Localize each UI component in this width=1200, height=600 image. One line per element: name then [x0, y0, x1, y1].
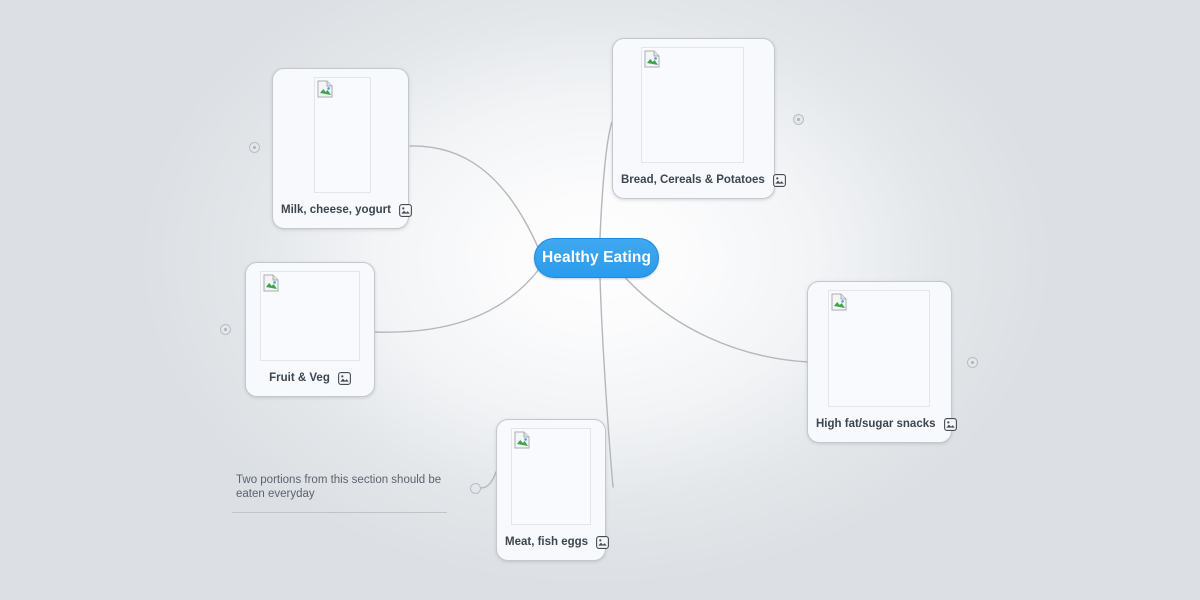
node-image-frame[interactable] [641, 47, 744, 163]
collapse-indicator-bread[interactable] [793, 114, 804, 125]
broken-image-icon [831, 293, 847, 311]
broken-image-icon [263, 274, 279, 292]
node-footer: High fat/sugar snacks [816, 407, 957, 434]
node-bread-cereals-potatoes[interactable]: Bread, Cereals & Potatoes [612, 38, 786, 199]
image-icon[interactable] [943, 417, 957, 431]
central-node-label: Healthy Eating [541, 249, 652, 266]
edge-to-fruit [374, 267, 541, 333]
collapse-indicator-snacks[interactable] [967, 357, 978, 368]
collapse-indicator-annotation[interactable] [470, 483, 481, 494]
node-label: Bread, Cereals & Potatoes [621, 174, 765, 186]
node-footer: Milk, cheese, yogurt [281, 193, 412, 220]
edge-to-snacks [619, 271, 809, 363]
node-footer: Fruit & Veg [254, 361, 366, 388]
node-image-frame[interactable] [511, 428, 591, 525]
collapse-indicator-fruit[interactable] [220, 324, 231, 335]
central-node[interactable]: Healthy Eating [534, 238, 659, 278]
node-label: Fruit & Veg [269, 372, 330, 384]
annotation-underline [232, 512, 447, 513]
node-image-frame[interactable] [314, 77, 371, 193]
edge-to-bread [599, 121, 613, 239]
node-label: Meat, fish eggs [505, 536, 589, 548]
node-image-frame[interactable] [260, 271, 360, 361]
annotation-text: Two portions from this section should be… [236, 474, 442, 500]
collapse-indicator-milk[interactable] [249, 142, 260, 153]
node-label: Milk, cheese, yogurt [281, 204, 391, 216]
annotation[interactable]: Two portions from this section should be… [232, 474, 464, 513]
node-footer: Bread, Cereals & Potatoes [621, 163, 786, 190]
node-fruit-veg[interactable]: Fruit & Veg [245, 262, 375, 397]
node-label: High fat/sugar snacks [816, 418, 936, 430]
node-high-fat-sugar-snacks[interactable]: High fat/sugar snacks [807, 281, 957, 443]
node-image-frame[interactable] [828, 290, 930, 407]
edge-to-annotation [480, 471, 497, 489]
broken-image-icon [317, 80, 333, 98]
edge-to-milk [409, 145, 541, 253]
node-milk-cheese-yogurt[interactable]: Milk, cheese, yogurt [272, 68, 412, 229]
node-footer: Meat, fish eggs [505, 525, 610, 552]
node-meat-fish-eggs[interactable]: Meat, fish eggs [496, 419, 610, 561]
broken-image-icon [514, 431, 530, 449]
image-icon[interactable] [772, 173, 786, 187]
image-icon[interactable] [398, 203, 412, 217]
broken-image-icon [644, 50, 660, 68]
image-icon[interactable] [596, 535, 610, 549]
image-icon[interactable] [337, 371, 351, 385]
